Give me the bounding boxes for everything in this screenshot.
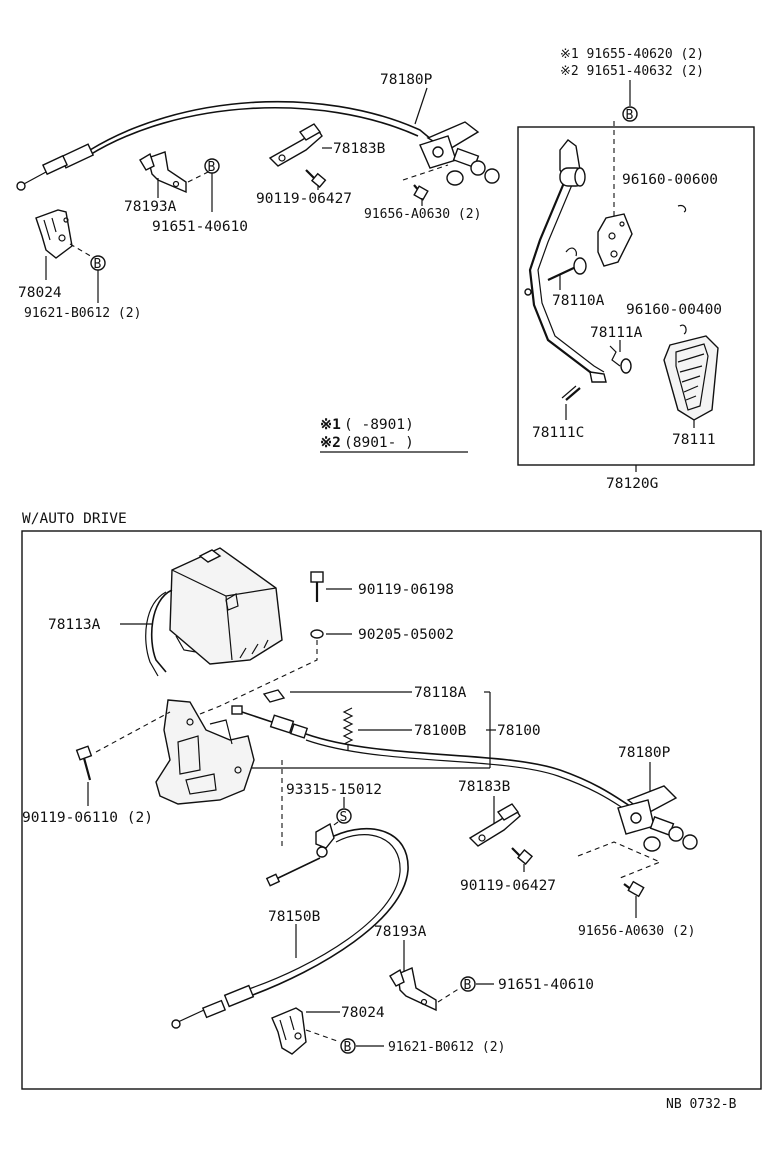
screw-90119-06198 (310, 571, 324, 602)
control-cable-78100B (231, 705, 631, 811)
screw-90119-06110 (75, 711, 171, 781)
pedal-pad-78111 (663, 335, 719, 421)
svg-text:S: S (340, 810, 348, 825)
label-90205-05002: 90205-05002 (358, 627, 454, 643)
throttle-cable-78150B (171, 822, 409, 1029)
actuator-78113A (145, 547, 283, 677)
cable-end-bracket-top-right (419, 121, 500, 186)
bolt-91656-A0630-bottom (577, 841, 662, 898)
label-91651-40610-bottom: 91651-40610 (498, 977, 594, 993)
bolt-90119-06427-bottom (511, 847, 534, 866)
auto-drive-assembly: W/AUTO DRIVE 78113A 90119-06198 90205-05… (21, 511, 762, 1090)
section-title-auto-drive: W/AUTO DRIVE (22, 511, 127, 527)
label-78193A-bottom: 78193A (374, 924, 427, 940)
label-ref2-91651-40632: ※2 91651-40632 (2) (560, 64, 704, 79)
label-78150B: 78150B (268, 909, 321, 925)
label-91656-A0630-bottom: 91656-A0630 (2) (578, 924, 695, 939)
bracket-78193A (139, 151, 187, 194)
legend-range-2: (8901- ) (344, 435, 414, 451)
svg-text:B: B (344, 1040, 352, 1055)
link-bracket-assembly (155, 699, 255, 805)
bolt-90119-06427 (305, 169, 327, 189)
label-78111C: 78111C (532, 425, 584, 441)
washer-90205-05002 (310, 629, 324, 639)
drawing-code: NB 0732-B (666, 1097, 737, 1112)
auto-drive-box (21, 530, 762, 1090)
label-78120G: 78120G (606, 476, 658, 492)
label-78113A: 78113A (48, 617, 101, 633)
return-spring (342, 707, 354, 750)
spring-78111A (609, 345, 632, 374)
bolt-marker-B-pedal: B (622, 106, 638, 123)
cable-end-bracket-bottom-right (617, 785, 698, 852)
label-91651-40610: 91651-40610 (152, 219, 248, 235)
label-91621-B0612-top: 91621-B0612 (2) (24, 306, 141, 321)
label-78183B: 78183B (333, 141, 386, 157)
label-78024-top: 78024 (18, 285, 62, 301)
bolt-marker-B-bottom-2: B (340, 1038, 356, 1055)
svg-text:B: B (94, 257, 102, 272)
pedal-shaft-78110A (547, 247, 587, 281)
label-78118A: 78118A (414, 685, 467, 701)
legend-range-1: ( -8901) (344, 417, 414, 433)
label-78100B: 78100B (414, 723, 467, 739)
label-78110A: 78110A (552, 293, 605, 309)
bolt-marker-B-top-1: B (204, 158, 220, 175)
bracket-78024-bottom (271, 1007, 307, 1055)
cable-end-fitting-top-left (16, 143, 95, 191)
label-90119-06427-bottom: 90119-06427 (460, 878, 556, 894)
bolt-91656-A0630 (402, 164, 449, 201)
label-78193A: 78193A (124, 199, 177, 215)
label-96160-00600: 96160-00600 (622, 172, 718, 188)
svg-text:B: B (626, 108, 634, 123)
label-ref1-91655-40620: ※1 91655-40620 (2) (560, 47, 704, 62)
svg-text:B: B (464, 978, 472, 993)
pedal-arm (524, 139, 607, 383)
label-90119-06427: 90119-06427 (256, 191, 352, 207)
label-78100: 78100 (497, 723, 541, 739)
pedal-stopper-bracket (597, 213, 633, 267)
svg-text:B: B (208, 160, 216, 175)
label-78180P-bottom: 78180P (618, 745, 671, 761)
label-90119-06110: 90119-06110 (2) (22, 810, 153, 826)
legend-mark-1: ※1 (320, 417, 341, 433)
clip-78118A (262, 689, 286, 703)
label-96160-00400: 96160-00400 (626, 302, 722, 318)
bracket-78183B (268, 123, 323, 167)
production-date-legend: ※1 ( -8901) ※2 (8901- ) (320, 417, 468, 453)
label-78111: 78111 (672, 432, 716, 448)
bolt-marker-B-top-2: B (90, 255, 106, 272)
label-91656-A0630: 91656-A0630 (2) (364, 207, 481, 222)
label-90119-06198: 90119-06198 (358, 582, 454, 598)
label-78183B-bottom: 78183B (458, 779, 511, 795)
accelerator-cable-top (89, 100, 433, 151)
bracket-78024-top (35, 209, 73, 259)
legend-mark-2: ※2 (320, 435, 341, 451)
clip-marker-S: S (336, 808, 352, 825)
pin-78111C (561, 385, 581, 401)
bracket-78193A-bottom (389, 967, 437, 1012)
label-78024-bottom: 78024 (341, 1005, 385, 1021)
label-78180P: 78180P (380, 72, 433, 88)
bolt-marker-B-bottom-1: B (460, 976, 476, 993)
label-78111A: 78111A (590, 325, 643, 341)
label-93315-15012: 93315-15012 (286, 782, 382, 798)
bracket-78183B-bottom (468, 803, 521, 847)
top-assembly: 78180P 78183B 90119-06427 91656-A0630 (2… (16, 47, 755, 492)
label-91621-B0612-bottom: 91621-B0612 (2) (388, 1040, 505, 1055)
